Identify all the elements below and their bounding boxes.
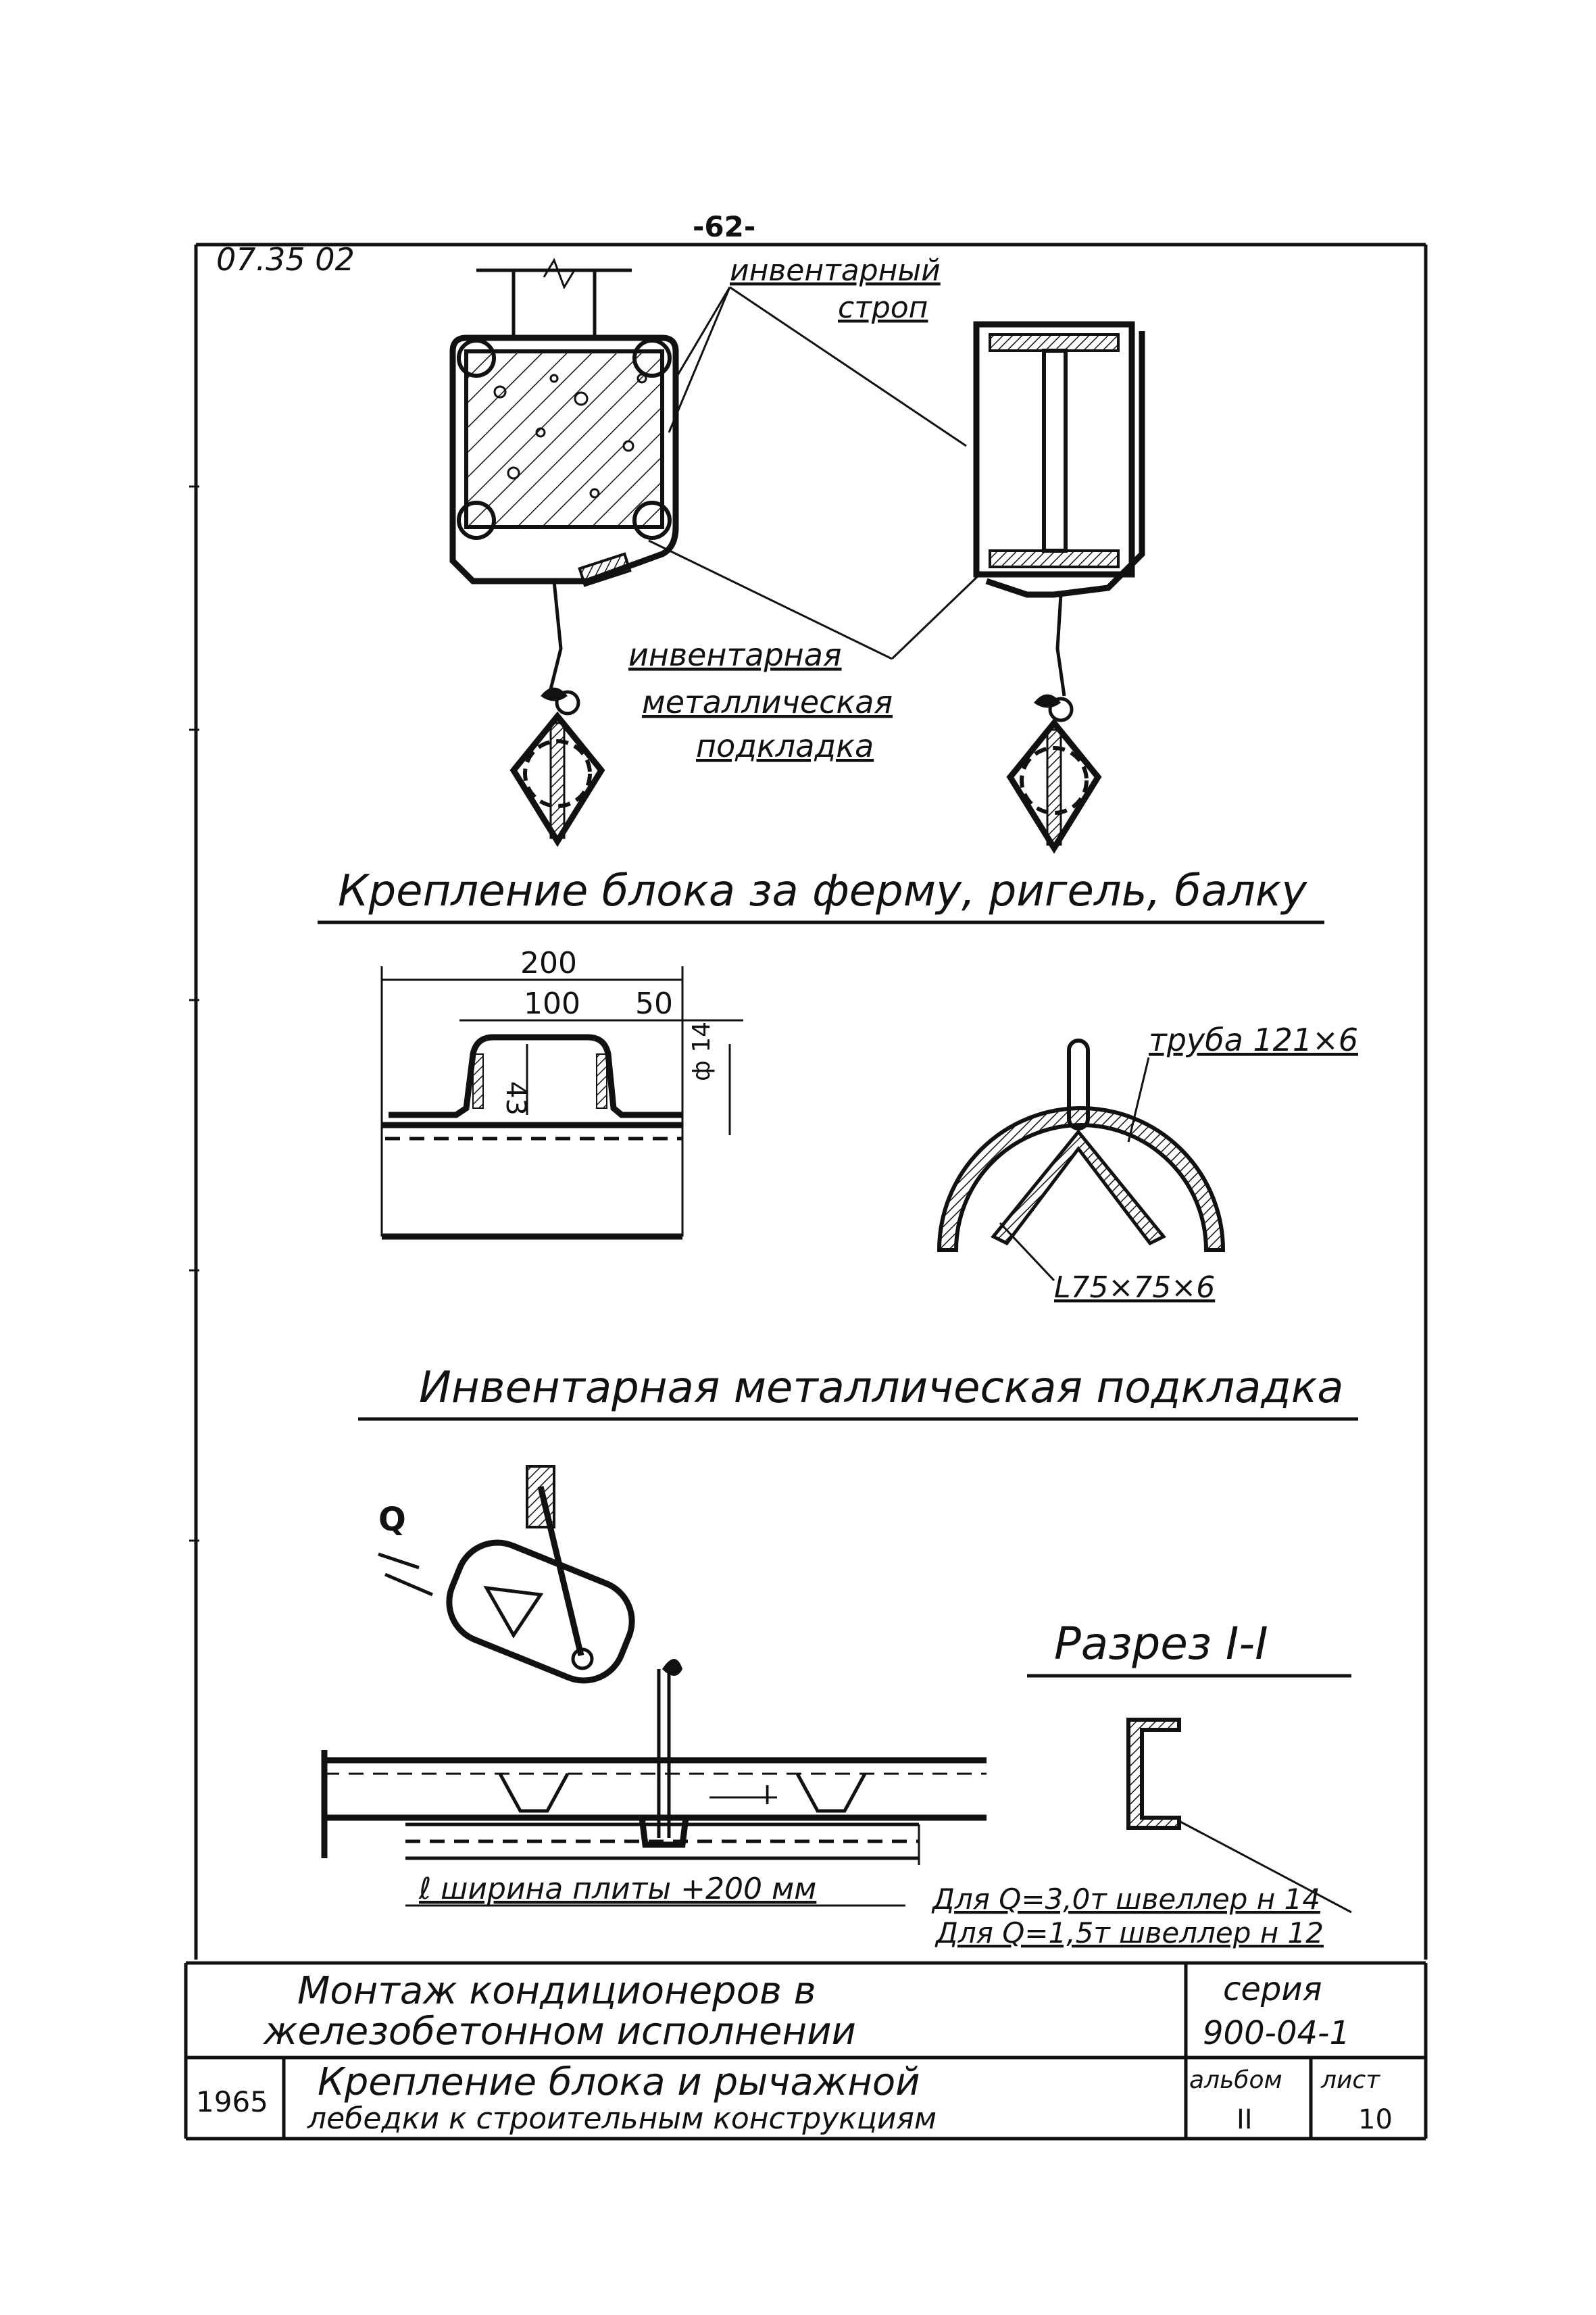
label-load: Q: [378, 1501, 406, 1539]
dim-diameter: ф 14: [688, 1022, 716, 1081]
label-pipe: труба 121×6: [1149, 1022, 1358, 1058]
fig-pipe-angle: труба 121×6 L75×75×6: [937, 1022, 1358, 1305]
fig-lever-winch: Q I ℓ ширина плиты +200 мм: [321, 1465, 987, 1907]
dim-flange: 50: [635, 987, 673, 1021]
title-block-fastening: Крепление блока за ферму, ригель, балку: [338, 866, 1307, 916]
svg-text:подкладка: подкладка: [696, 728, 874, 764]
sheet-title-line2: лебедки к строительным конструкциям: [307, 2101, 937, 2136]
dim-overall: 200: [520, 946, 577, 980]
year: 1965: [196, 2085, 268, 2118]
callout-sling: инвентарный строп: [668, 253, 967, 447]
label-section-mark: I: [764, 1781, 771, 1810]
sheet-title-line1: Крепление блока и рычажной: [318, 2060, 920, 2104]
page-number: -62-: [693, 210, 755, 243]
title-section-cut: Разрез I-I: [1054, 1618, 1268, 1670]
dim-height: 43: [500, 1081, 531, 1116]
svg-text:строп: строп: [838, 291, 928, 325]
title-metal-pad: Инвентарная металлическая подкладка: [419, 1363, 1344, 1413]
project-title-line1: Монтаж кондиционеров в: [297, 1969, 816, 2013]
label-angle: L75×75×6: [1054, 1270, 1215, 1305]
svg-text:инвентарная: инвентарная: [628, 637, 842, 673]
label-channel-15t: Для Q=1,5т швеллер н 12: [934, 1916, 1324, 1949]
sheet-frame: [189, 243, 1428, 1960]
fig-pad-profile: 200 100 50 43 ф 14: [380, 946, 743, 1240]
fig-beam-sling: [449, 257, 679, 847]
sheet-label: лист: [1320, 2066, 1380, 2094]
album-label: альбом: [1189, 2066, 1282, 2094]
callout-pad: инвентарная металлическая подкладка: [628, 539, 981, 764]
title-block: Монтаж кондиционеров в железобетонном ис…: [184, 1961, 1428, 2141]
archive-code: 07.35 02: [216, 241, 355, 278]
label-span: ℓ ширина плиты +200 мм: [418, 1872, 816, 1906]
sheet-value: 10: [1358, 2104, 1393, 2135]
series-label: серия: [1223, 1970, 1322, 2008]
series-value: 900-04-1: [1203, 2014, 1350, 2052]
fig-section-cut: Разрез I-I Для Q=3,0т швеллер н 14 Для Q…: [931, 1618, 1352, 1949]
label-channel-3t: Для Q=3,0т швеллер н 14: [931, 1883, 1320, 1916]
project-title-line2: железобетонном исполнении: [262, 2010, 856, 2053]
dim-inner: 100: [524, 987, 580, 1021]
album-value: II: [1237, 2104, 1253, 2135]
svg-text:металлическая: металлическая: [642, 684, 893, 720]
fig-ibeam-sling: [973, 321, 1145, 854]
svg-text:инвентарный: инвентарный: [730, 253, 941, 288]
concrete-beam-section: [464, 349, 664, 529]
